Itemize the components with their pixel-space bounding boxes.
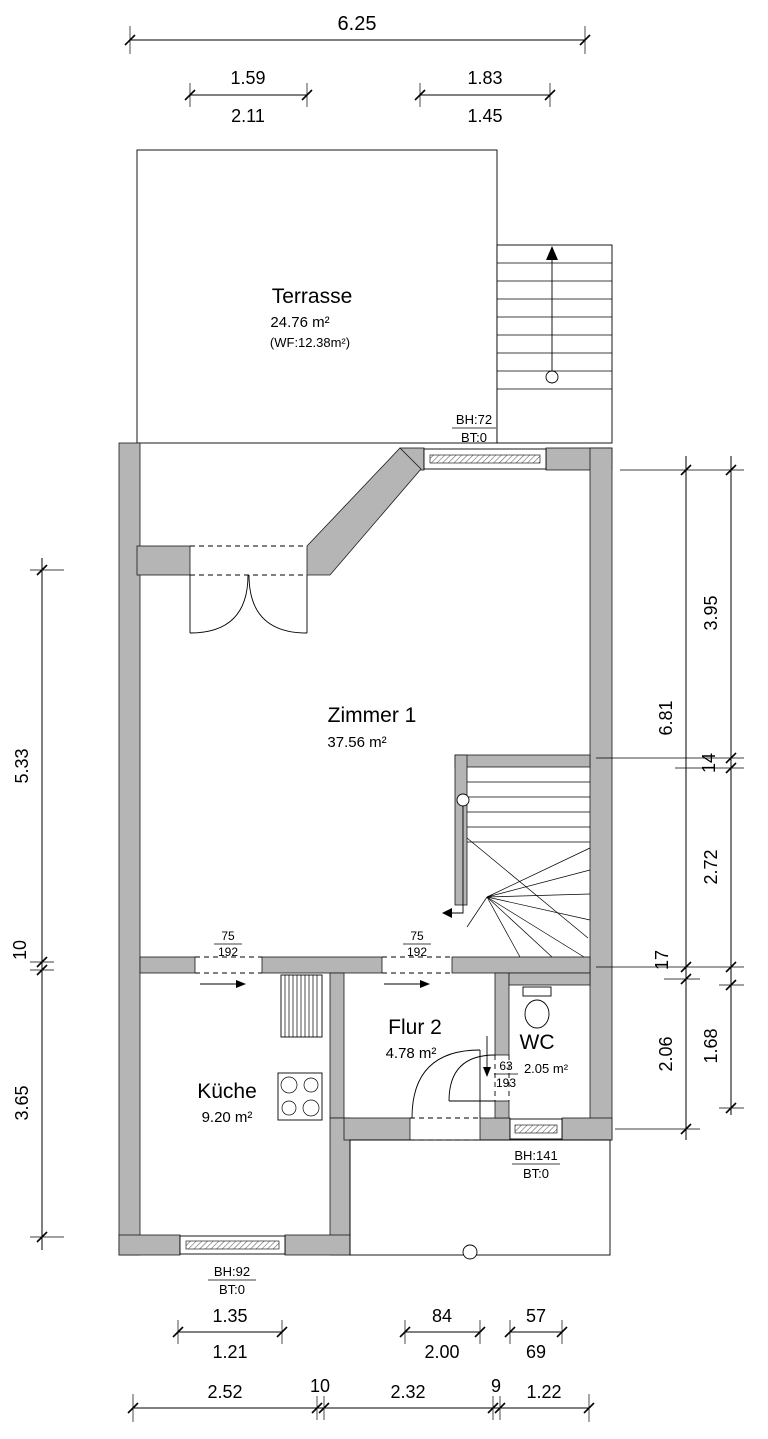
window-right: BH:141 BT:0: [509, 1118, 563, 1181]
stair-exit-arrow-icon: [442, 908, 452, 918]
door-wc-width: 63: [499, 1059, 513, 1073]
dim-168: 1.68: [701, 1028, 721, 1063]
dim-232: 2.32: [390, 1382, 425, 1402]
dim-145: 1.45: [467, 106, 502, 126]
door-kueche-arrow-icon: [236, 980, 246, 988]
terrasse-area: 24.76 m²: [270, 314, 329, 331]
dim-365: 3.65: [12, 1085, 32, 1120]
dim-183: 1.83: [467, 68, 502, 88]
diagonal-wall: [306, 447, 422, 576]
dim-211: 2.11: [231, 106, 265, 126]
kueche-area: 9.20 m²: [202, 1109, 253, 1126]
flur2-area: 4.78 m²: [386, 1045, 437, 1062]
toilet-icon: [522, 986, 552, 1029]
terrace-door: [189, 545, 308, 634]
dim-left-chain: 5.33 10 3.65: [10, 558, 64, 1250]
dim-57: 57: [526, 1306, 546, 1326]
interior-stair: [442, 781, 591, 958]
dim-625: 6.25: [338, 13, 377, 35]
dim-135: 1.35: [212, 1306, 247, 1326]
terrasse-room: Terrasse 24.76 m² (WF:12.38m²): [136, 149, 498, 444]
dim-272: 2.72: [701, 849, 721, 884]
exterior-stair: [496, 244, 613, 444]
door-wc-height: 193: [496, 1076, 516, 1090]
window-top-bh: BH:72: [456, 412, 492, 427]
dim-159: 1.59: [230, 68, 265, 88]
dim-121: 1.21: [212, 1342, 247, 1362]
terrasse-wf: (WF:12.38m²): [270, 335, 350, 350]
terrasse-label: Terrasse: [272, 285, 353, 308]
zimmer1-area: 37.56 m²: [327, 734, 386, 751]
kitchen-unit-icon: [280, 974, 323, 1038]
wc-area: 2.05 m²: [524, 1061, 569, 1076]
wc-label: WC: [520, 1031, 555, 1054]
dim-681: 6.81: [656, 700, 676, 735]
dim-bottom-chain: 2.52 10 2.32 9 1.22: [127, 1376, 595, 1422]
dim-69: 69: [526, 1342, 546, 1362]
dim-252: 2.52: [207, 1382, 242, 1402]
door-wc-arrow-icon: [483, 1067, 491, 1077]
stair-direction-start: [456, 793, 470, 807]
dim-9: 9: [491, 1376, 501, 1396]
dim-top-total: 6.25: [124, 13, 591, 54]
dim-right-inner-chain: 6.81 17 2.06: [652, 456, 692, 1140]
dim-533: 5.33: [12, 748, 32, 783]
dim-bottom-wc-window: 57 69: [504, 1306, 568, 1362]
dim-bottom-door: 84 2.00: [399, 1306, 486, 1362]
door-flur-width: 75: [410, 929, 424, 943]
flur2-label: Flur 2: [388, 1016, 442, 1039]
dim-right-extensions: [596, 469, 744, 1130]
stair-start-marker: [545, 370, 559, 384]
window-top-bt: BT:0: [461, 430, 487, 445]
room-labels: Zimmer 1 37.56 m² Küche 9.20 m² Flur 2 4…: [197, 704, 568, 1126]
dim-top-right: 1.83 1.45: [414, 68, 556, 126]
door-flur-height: 192: [407, 945, 427, 959]
dim-200: 2.00: [424, 1342, 459, 1362]
dim-122: 1.22: [526, 1382, 561, 1402]
door-flur-arrow-icon: [420, 980, 430, 988]
dim-right-outer-chain: 3.95 14 2.72 1.68: [699, 456, 737, 1115]
zimmer1-label: Zimmer 1: [328, 704, 417, 727]
dim-395: 3.95: [701, 595, 721, 630]
door-kueche: 75 192: [195, 929, 262, 988]
cooktop-icon: [277, 1072, 323, 1121]
dim-17: 17: [652, 950, 672, 970]
dim-top-left: 1.59 2.11: [184, 68, 313, 126]
porch-marker: [462, 1244, 478, 1260]
door-kueche-height: 192: [218, 945, 238, 959]
door-kueche-width: 75: [221, 929, 235, 943]
entrance-porch: [349, 1139, 611, 1260]
dim-10-left: 10: [10, 940, 30, 960]
kueche-label: Küche: [197, 1080, 257, 1103]
dim-bottom-window: 1.35 1.21: [172, 1306, 288, 1362]
window-bottom: BH:92 BT:0: [179, 1235, 286, 1297]
door-wc: 63 193: [448, 1036, 518, 1102]
dim-14: 14: [699, 753, 719, 773]
dim-206: 2.06: [656, 1036, 676, 1071]
window-right-bh: BH:141: [514, 1148, 557, 1163]
window-bottom-bt: BT:0: [219, 1282, 245, 1297]
window-bottom-bh: BH:92: [214, 1264, 250, 1279]
dim-10-bottom: 10: [310, 1376, 330, 1396]
window-right-bt: BT:0: [523, 1166, 549, 1181]
stair-up-arrow-icon: [546, 246, 558, 260]
door-flur: 75 192: [382, 929, 452, 988]
dim-84: 84: [432, 1306, 452, 1326]
window-top: BH:72 BT:0: [423, 412, 547, 470]
entrance-door: [410, 1049, 481, 1141]
